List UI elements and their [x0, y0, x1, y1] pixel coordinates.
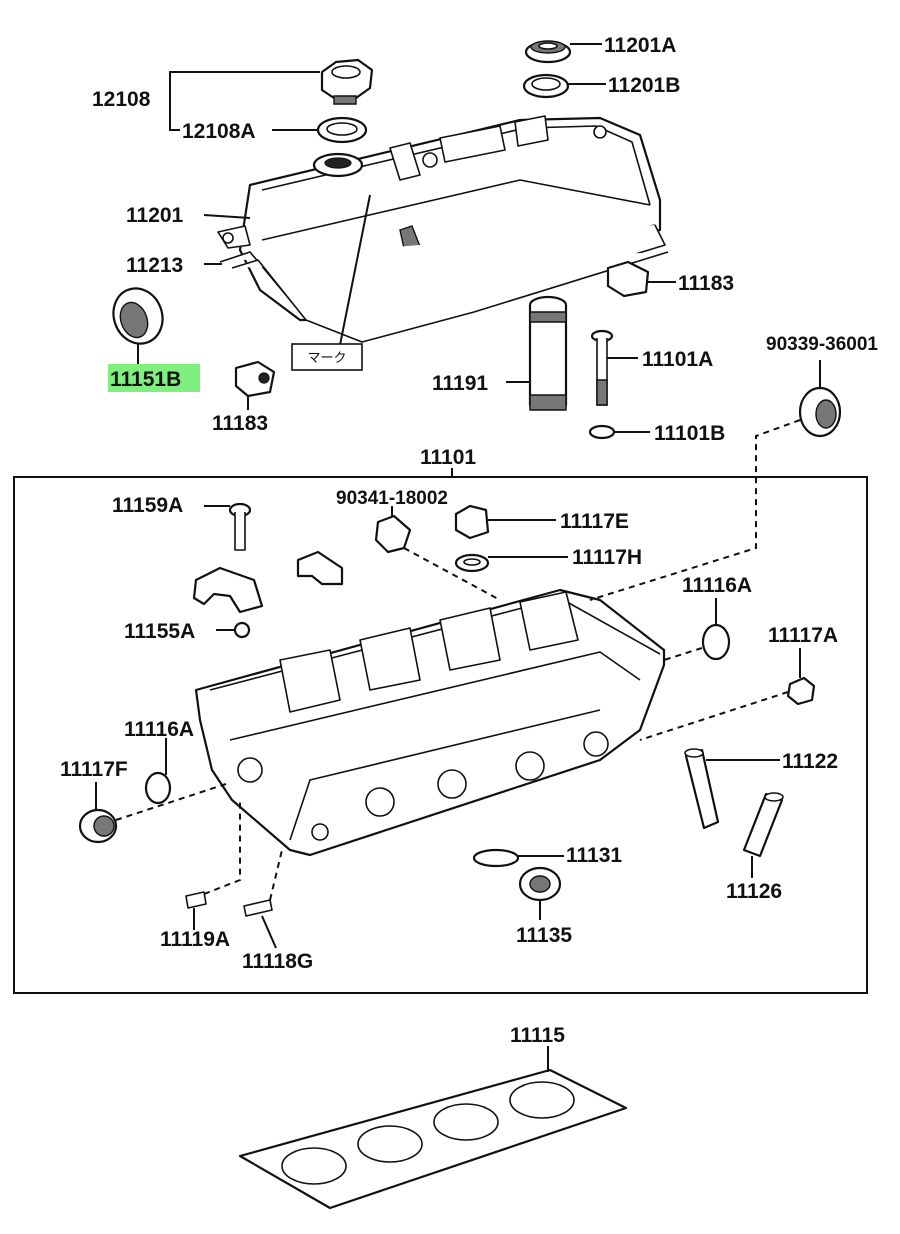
callout-11101A: 11101A	[642, 348, 713, 371]
cylinder-head[interactable]	[194, 588, 666, 857]
rocker-part[interactable]	[296, 550, 344, 586]
cam-cap-11183-left[interactable]	[234, 360, 276, 398]
spark-plug-tube-11191[interactable]	[528, 295, 568, 411]
callout-11201: 11201	[126, 204, 184, 227]
callout-11118G: 11118G	[242, 950, 313, 973]
plug-11117E[interactable]	[454, 504, 490, 540]
mark-label: マーク	[307, 351, 346, 366]
washer-11101B[interactable]	[588, 424, 616, 440]
valve-guide-11126[interactable]	[742, 792, 784, 858]
gasket-11117H[interactable]	[454, 553, 490, 573]
mark-box: マーク	[291, 343, 363, 371]
leader-11118G	[261, 915, 277, 949]
callout-11155A: 11155A	[124, 620, 195, 643]
callout-11101B: 11101B	[654, 422, 725, 445]
seal-11135[interactable]	[518, 866, 562, 902]
callout-11116A-left: 11116A	[124, 718, 194, 741]
callout-11115: 11115	[510, 1024, 565, 1047]
dashed-line-11117A	[639, 691, 789, 741]
bolt-11159A[interactable]	[228, 502, 252, 551]
plug-11117A[interactable]	[786, 676, 816, 706]
callout-11117A: 11117A	[768, 624, 838, 647]
dashed-line-90339	[589, 419, 801, 601]
callout-11135: 11135	[516, 924, 572, 947]
sensor-90341-18002[interactable]	[374, 514, 412, 554]
callout-90339-36001: 90339-36001	[766, 334, 878, 355]
callout-11151B[interactable]: 11151B	[110, 368, 181, 391]
dashed-line-sensor	[403, 547, 501, 601]
plug-11116A-left[interactable]	[144, 771, 172, 805]
dashed-line-11119A	[203, 800, 241, 895]
callout-11191: 11191	[432, 372, 488, 395]
dashed-line-11116A	[663, 647, 703, 661]
seal-11201B[interactable]	[522, 73, 570, 99]
cap-gasket-12108A[interactable]	[316, 116, 368, 144]
callout-11159A: 11159A	[112, 494, 183, 517]
pin-11119A[interactable]	[185, 891, 207, 909]
mark-leader	[339, 194, 371, 346]
plug-11155A[interactable]	[233, 621, 251, 639]
callout-11213: 11213	[126, 254, 183, 277]
leader-12108	[169, 71, 320, 98]
plug-11117F[interactable]	[78, 808, 118, 844]
callout-90341-18002: 90341-18002	[336, 488, 448, 509]
callout-12108A: 12108A	[182, 120, 256, 143]
valve-guide-11122[interactable]	[684, 748, 720, 830]
callout-11101: 11101	[420, 446, 476, 469]
dashed-line-11118G	[269, 849, 283, 901]
highlight-11151B	[108, 364, 200, 392]
head-gasket-11115[interactable]	[238, 1068, 628, 1210]
callout-11131: 11131	[566, 844, 622, 867]
callout-11117F: 11117F	[60, 758, 128, 781]
cylinder-head-assembly-frame	[13, 476, 868, 994]
oil-filler-cap-12108[interactable]	[320, 58, 374, 105]
callout-12108: 12108	[92, 88, 151, 111]
seal-11201A[interactable]	[524, 40, 572, 64]
callout-11119A: 11119A	[160, 928, 230, 951]
bearing-cap[interactable]	[192, 566, 264, 614]
dashed-line-11117F	[115, 783, 227, 821]
seal-90339-36001[interactable]	[798, 386, 842, 438]
callout-11183-left: 11183	[212, 412, 268, 435]
oil-seal-11151B[interactable]	[106, 281, 170, 350]
cover-gasket-11213[interactable]	[219, 224, 669, 343]
callout-11201B: 11201B	[608, 74, 680, 97]
callout-11117H: 11117H	[572, 546, 642, 569]
cam-cap-11183-right[interactable]	[606, 260, 650, 298]
callout-11201A: 11201A	[604, 34, 676, 57]
callout-11126: 11126	[726, 880, 782, 903]
callout-11122: 11122	[782, 750, 838, 773]
callout-11117E: 11117E	[560, 510, 629, 533]
callout-11183-right: 11183	[678, 272, 734, 295]
bolt-11101A[interactable]	[590, 329, 614, 406]
pin-11118G[interactable]	[243, 899, 273, 917]
leader-11201	[203, 214, 251, 219]
leader-12108A	[169, 98, 180, 131]
plug-11116A-right[interactable]	[701, 623, 731, 661]
gasket-11131[interactable]	[472, 848, 520, 868]
callout-11116A-right: 11116A	[682, 574, 752, 597]
